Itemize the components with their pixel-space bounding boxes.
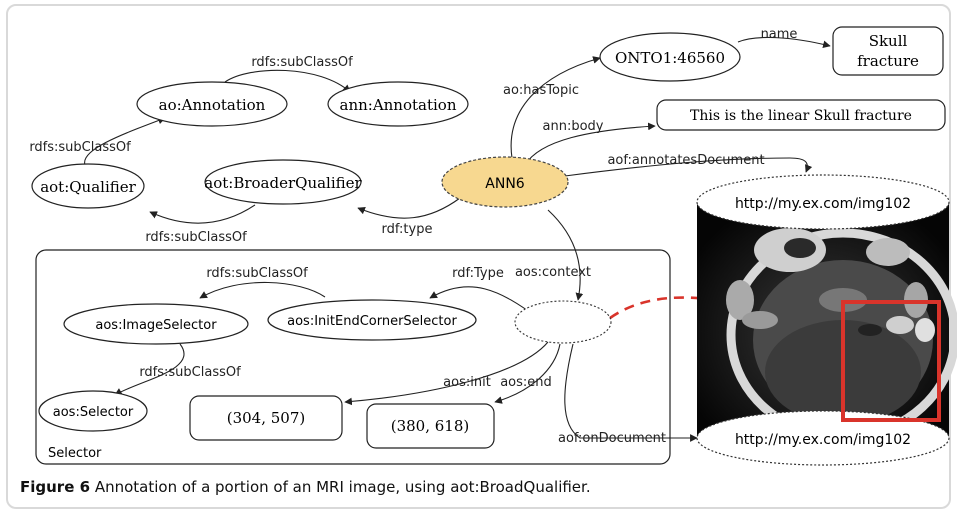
node-ann6: ANN6	[441, 156, 569, 208]
caption-text: Annotation of a portion of an MRI image,…	[94, 478, 591, 496]
node-label-line1: Skull	[869, 32, 908, 50]
edge-label-aos-init: aos:init	[443, 375, 491, 390]
document-url-top: http://my.ex.com/img102	[735, 196, 911, 212]
edge-subclass-top	[224, 69, 351, 93]
node-ao-annotation: ao:Annotation	[136, 81, 288, 127]
edge-on-document	[564, 343, 698, 442]
node-label: ann:Annotation	[340, 96, 457, 114]
edge-label-ann-body: ann:body	[543, 119, 604, 134]
node-label: aot:BroaderQualifier	[204, 174, 362, 192]
edge-subclass-sel1	[199, 281, 326, 299]
edge-rdf-type	[357, 197, 461, 219]
node-label: aos:ImageSelector	[95, 318, 217, 333]
edge-label-rdf-Type: rdf:Type	[452, 266, 504, 281]
edge-name	[737, 36, 831, 49]
selector-box-label: Selector	[48, 446, 102, 461]
node-label: (304, 507)	[227, 409, 306, 427]
edge-has-topic	[510, 56, 601, 159]
node-label: This is the linear Skull fracture	[690, 108, 912, 124]
edge-subclass-sel2	[114, 343, 185, 396]
node-init-coords: (304, 507)	[189, 395, 343, 441]
edges	[84, 36, 831, 442]
node-label: ao:Annotation	[159, 96, 266, 114]
edge-aos-end	[494, 343, 561, 404]
edge-label-on-document: aof:onDocument	[558, 431, 666, 446]
selector-container: Selector	[35, 249, 671, 465]
edge-subclass-left	[84, 116, 166, 166]
figure-caption: Figure 6 Annotation of a portion of an M…	[20, 478, 591, 496]
node-aot-broader-qualifier: aot:BroaderQualifier	[204, 159, 363, 205]
node-onto1: ONTO1:46560	[599, 32, 741, 82]
node-label: ONTO1:46560	[615, 49, 725, 67]
edge-label-name: name	[761, 27, 798, 42]
node-aot-qualifier: aot:Qualifier	[31, 163, 145, 209]
edge-label-subclass-mid: rdfs:subClassOf	[145, 230, 247, 245]
edge-aos-init	[344, 341, 549, 406]
node-label: aot:Qualifier	[40, 178, 136, 196]
node-selector-blank	[514, 300, 612, 344]
edge-label-subclass-left: rdfs:subClassOf	[29, 140, 131, 155]
edge-label-annotates-doc: aof:annotatesDocument	[607, 153, 764, 168]
edge-label-subclass-sel1: rdfs:subClassOf	[206, 266, 308, 281]
node-label: aos:Selector	[53, 405, 134, 420]
highlight-region	[841, 300, 941, 422]
node-label: ANN6	[485, 176, 525, 192]
node-label: aos:InitEndCornerSelector	[287, 314, 457, 329]
node-label: (380, 618)	[391, 417, 470, 435]
document-url-bottom: http://my.ex.com/img102	[735, 432, 911, 448]
node-aos-selector: aos:Selector	[38, 390, 148, 432]
edge-label-subclass-sel2: rdfs:subClassOf	[139, 365, 241, 380]
edge-label-rdf-type: rdf:type	[382, 222, 433, 237]
node-init-end-corner-selector: aos:InitEndCornerSelector	[267, 299, 477, 341]
edge-annotates-doc	[564, 157, 813, 177]
edge-subclass-mid	[149, 204, 256, 224]
edge-aos-context	[547, 209, 584, 301]
mri-document: http://my.ex.com/img102 http://my.ex.com…	[696, 174, 957, 466]
node-aos-image-selector: aos:ImageSelector	[63, 303, 249, 345]
edge-ann-body	[524, 122, 656, 166]
edge-label-has-topic: ao:hasTopic	[503, 83, 579, 98]
edge-label-subclass-top: rdfs:subClassOf	[251, 55, 353, 70]
node-end-coords: (380, 618)	[366, 403, 495, 449]
node-skull-fracture: Skull fracture	[832, 26, 944, 76]
caption-label: Figure 6	[20, 478, 91, 496]
node-ann-annotation: ann:Annotation	[327, 81, 469, 127]
edge-labels: rdfs:subClassOf rdfs:subClassOf rdfs:sub…	[29, 27, 797, 446]
node-body-text: This is the linear Skull fracture	[656, 99, 946, 131]
edge-label-aos-context: aos:context	[515, 265, 591, 280]
node-label-line2: fracture	[857, 52, 919, 70]
edge-label-aos-end: aos:end	[500, 375, 552, 390]
